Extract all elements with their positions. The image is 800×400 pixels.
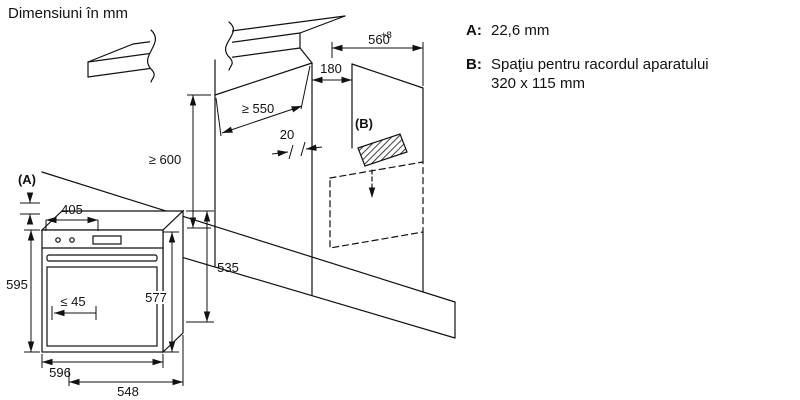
dim-min-height	[187, 94, 211, 229]
dim-min-depth	[215, 65, 311, 137]
break-gap	[150, 16, 232, 82]
overlap-label: (A)	[18, 172, 36, 187]
legend-key-a: A:	[466, 22, 482, 39]
vent-hatch	[357, 133, 408, 167]
dim-height	[24, 229, 40, 353]
oven-dimensions	[20, 192, 214, 386]
dim-width-label: 596	[49, 365, 71, 380]
dim-panel-width-label: 180	[320, 61, 342, 76]
legend-value-b-line2: 320 x 115 mm	[491, 74, 585, 92]
legend: A: 22,6 mm B: Spaţiu pentru racordul apa…	[466, 22, 792, 108]
oven-front-view	[40, 209, 185, 354]
dim-overlap-detail	[20, 192, 40, 225]
oven-door	[46, 266, 158, 347]
dim-width	[41, 354, 164, 368]
legend-item-b: B: Spaţiu pentru racordul aparatului 320…	[466, 56, 792, 94]
dim-height-label: 595	[6, 277, 28, 292]
legend-item-a: A: 22,6 mm	[466, 22, 792, 41]
page-title: Dimensiuni în mm	[8, 5, 129, 22]
vent-label: (B)	[355, 116, 373, 131]
dim-gap	[271, 141, 323, 160]
dim-body-depth	[68, 335, 184, 386]
dimension-labels: 560 +8 180 ≥ 550 ≥ 600 20 (B) (A) 405 59…	[6, 30, 392, 399]
break-wave-right	[224, 21, 235, 71]
dim-door-height-label: 577	[145, 290, 167, 305]
oven-knob-left	[55, 237, 61, 243]
dim-depth-top-label: 560	[368, 32, 390, 47]
dim-body-height	[186, 210, 214, 323]
dim-depth-top-tolerance-label: +8	[381, 30, 392, 41]
oven-knob-right	[69, 237, 75, 243]
side-panel	[351, 63, 424, 293]
dim-top-depth	[45, 216, 99, 231]
legend-value-b: Spaţiu pentru racordul aparatului 320 x …	[491, 56, 709, 94]
oven-display	[92, 235, 122, 245]
legend-key-b: B:	[466, 55, 482, 73]
oven-handle	[46, 254, 158, 262]
oven-body	[41, 229, 164, 353]
dim-min-height-label: ≥ 600	[149, 152, 181, 167]
niche-opening	[214, 59, 313, 296]
dim-depth-top	[331, 42, 424, 86]
break-wave-left	[146, 29, 157, 83]
cabinet-dimensions	[187, 42, 424, 229]
dim-door-height	[163, 231, 179, 353]
dim-handle-depth-label: ≤ 45	[60, 294, 85, 309]
legend-value-b-line1: Spaţiu pentru racordul aparatului	[491, 55, 709, 73]
legend-value-a: 22,6 mm	[491, 22, 550, 39]
dim-body-height-label: 535	[217, 260, 239, 275]
dim-body-depth-label: 548	[117, 384, 139, 399]
dim-top-depth-label: 405	[61, 202, 83, 217]
dim-gap-label: 20	[280, 127, 294, 142]
dim-min-depth-label: ≥ 550	[242, 101, 274, 116]
connection-zone-dashed	[329, 161, 424, 249]
dim-handle-depth	[51, 306, 97, 320]
